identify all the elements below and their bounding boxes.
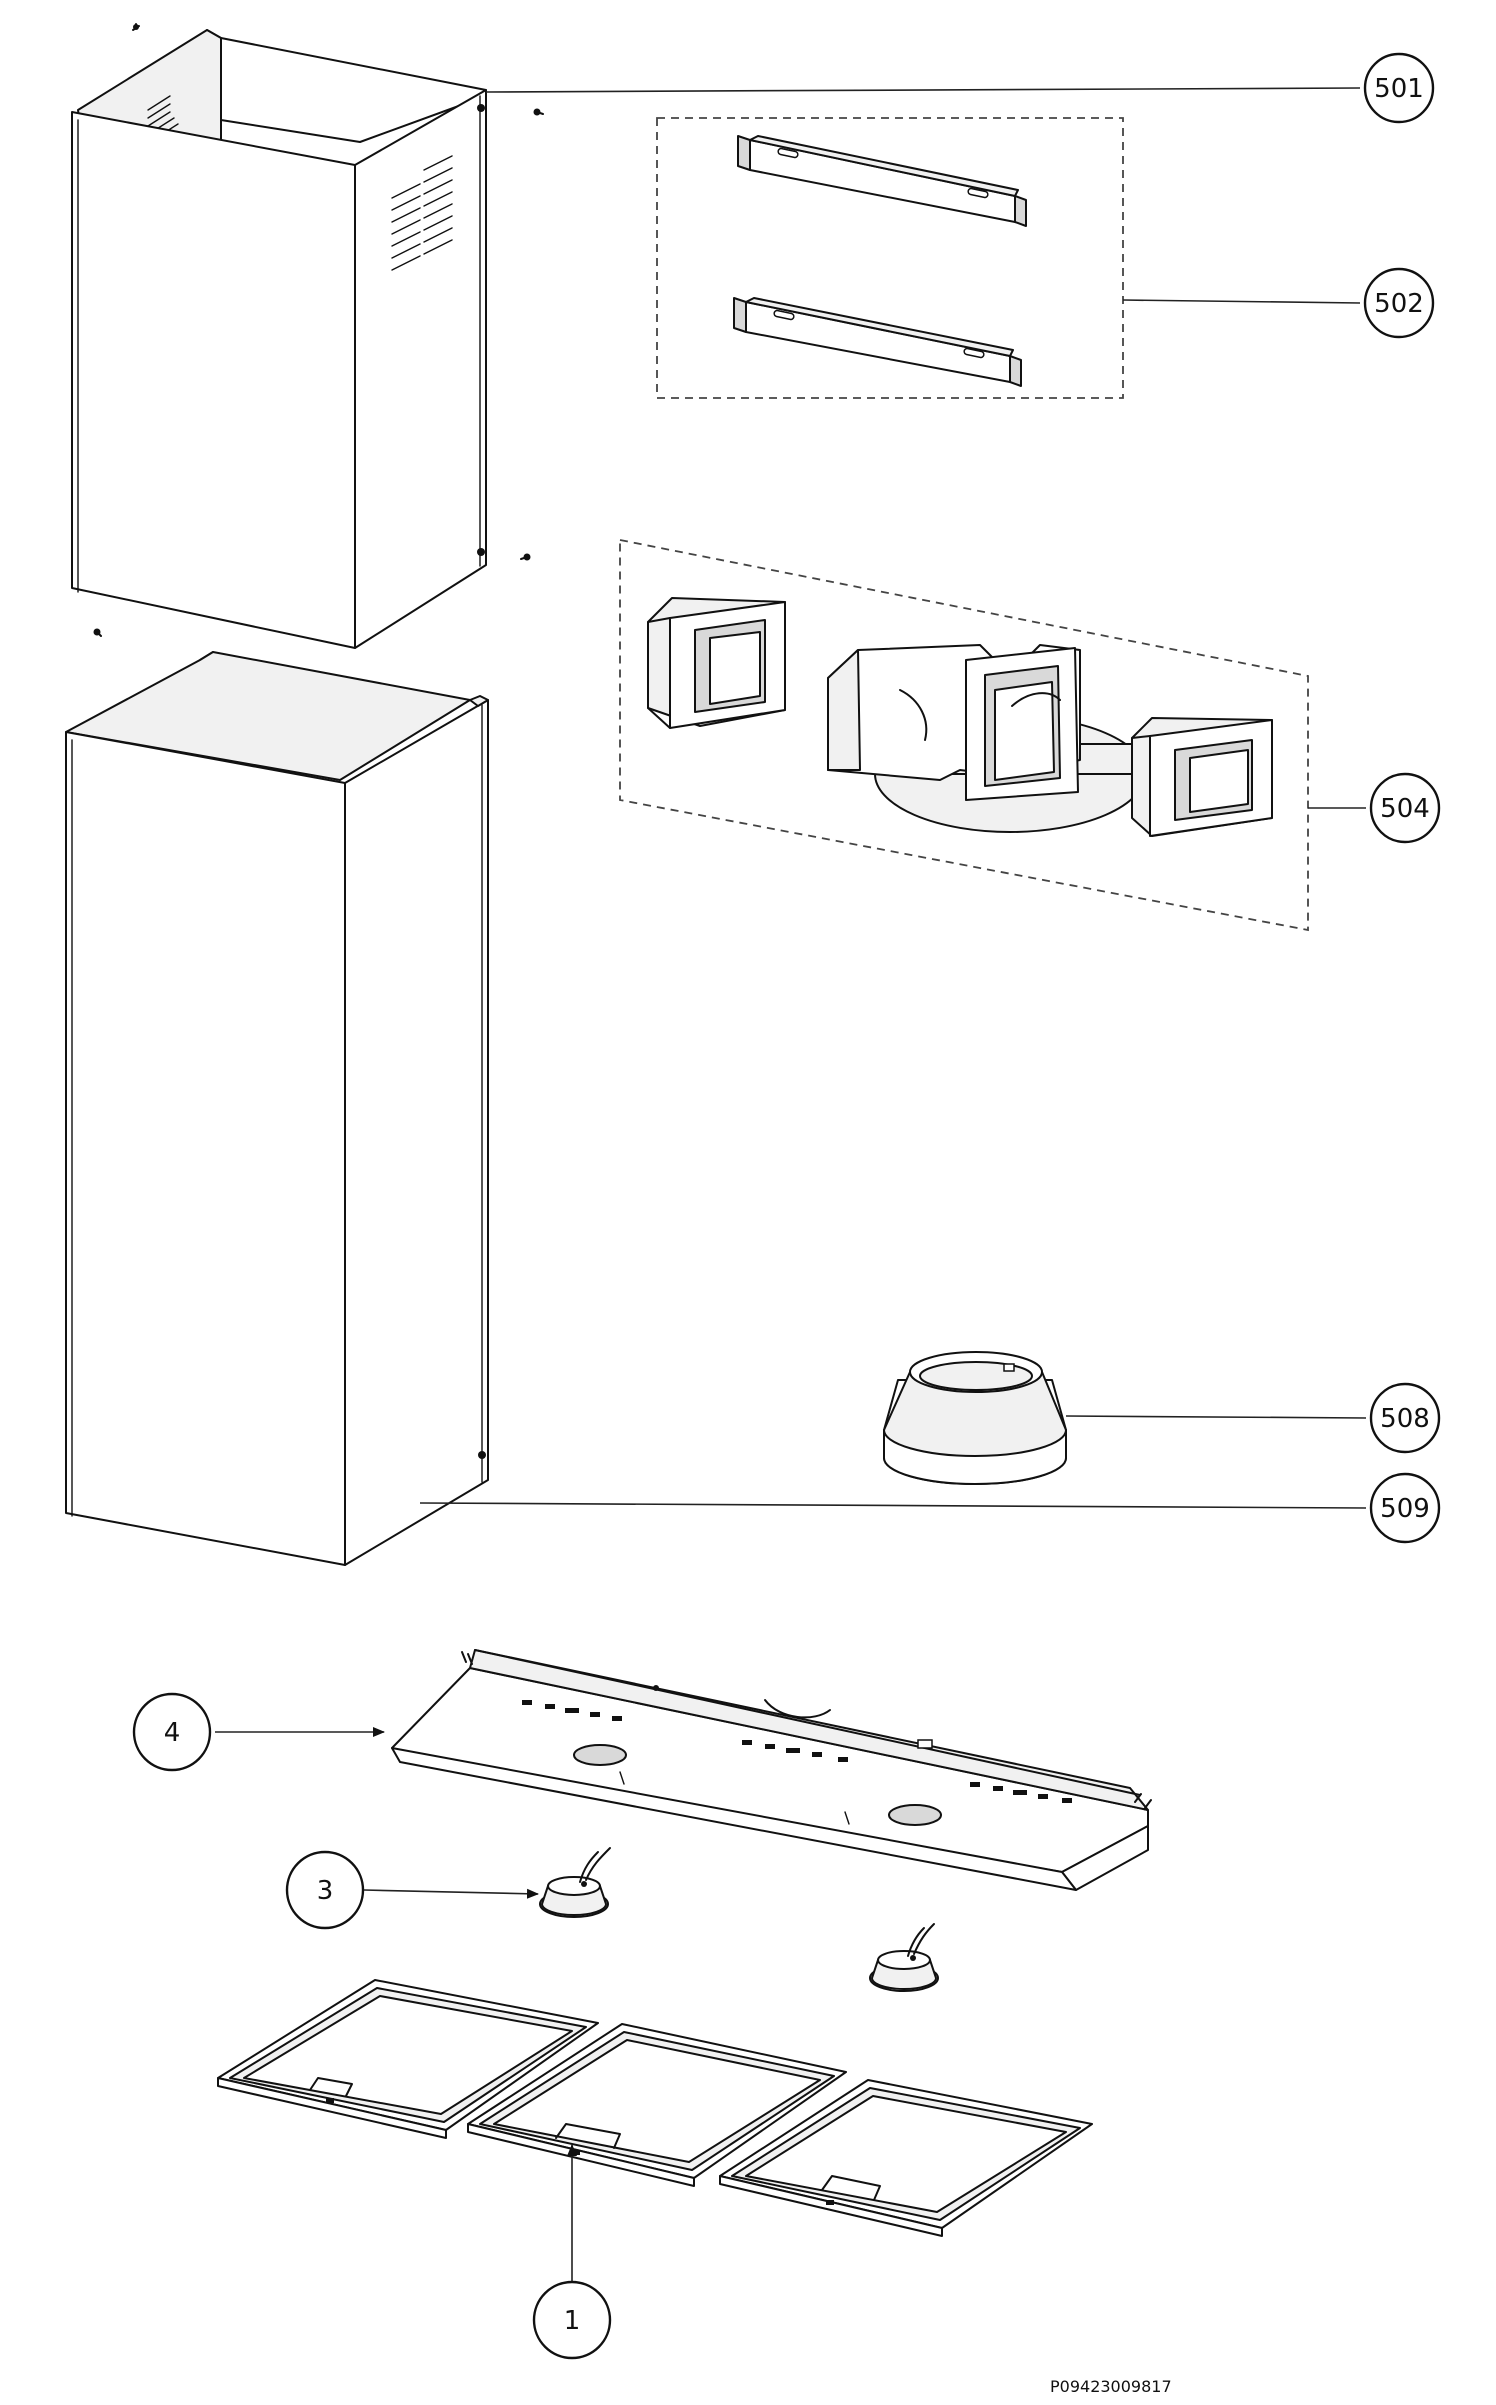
callout-504: 504 <box>1369 772 1441 844</box>
drawing-code: P09423009817 <box>1050 2377 1172 2396</box>
callout-502: 502 <box>1363 267 1435 339</box>
callout-504-label: 504 <box>1380 794 1430 824</box>
leader-lines <box>215 87 1367 2282</box>
callout-1-label: 1 <box>564 2306 581 2336</box>
halogen-lamp-left <box>539 1847 611 1918</box>
round-duct-reducer <box>883 1351 1067 1485</box>
rectangular-duct-adapter-left <box>647 597 786 729</box>
callout-1: 1 <box>532 2280 612 2360</box>
callout-3-label: 3 <box>317 1876 334 1906</box>
callout-509: 509 <box>1369 1472 1441 1544</box>
callout-501: 501 <box>1363 52 1435 124</box>
bracket-lower <box>733 297 1022 387</box>
callout-4: 4 <box>132 1692 212 1772</box>
rectangular-duct-adapter-right <box>1131 717 1273 837</box>
duct-adapters-kit <box>619 538 1309 932</box>
callout-3: 3 <box>285 1850 365 1930</box>
callout-502-label: 502 <box>1374 289 1424 319</box>
grease-filter-center <box>467 2023 847 2187</box>
grease-filter-left <box>217 1979 599 2139</box>
upper-chimney-cover <box>71 29 487 649</box>
bracket-upper <box>737 135 1027 227</box>
grease-filter-right <box>719 2079 1093 2237</box>
mounting-brackets-kit <box>656 117 1124 399</box>
callout-501-label: 501 <box>1374 74 1424 104</box>
callout-509-label: 509 <box>1380 1494 1430 1524</box>
hood-canopy-panel <box>391 1649 1152 1891</box>
halogen-lamp-right <box>869 1923 939 1992</box>
callout-4-label: 4 <box>164 1718 181 1748</box>
callout-508: 508 <box>1369 1382 1441 1454</box>
callout-508-label: 508 <box>1380 1404 1430 1434</box>
mounting-screws <box>93 23 544 637</box>
lower-chimney-cover <box>65 651 489 1566</box>
round-to-rectangular-duct-adapter <box>827 644 1146 833</box>
